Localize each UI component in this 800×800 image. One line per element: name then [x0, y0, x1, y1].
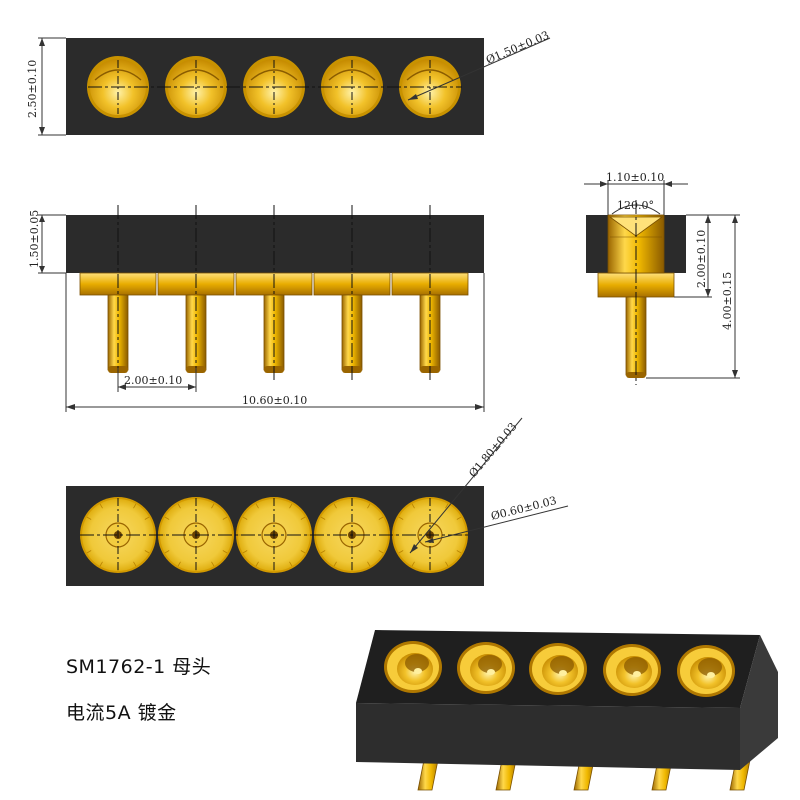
iso-hole — [529, 643, 587, 695]
iso-hole — [384, 641, 442, 693]
model-caption: SM1762-1 母头 — [66, 656, 212, 678]
angle-label: 120.0° — [617, 199, 654, 212]
top-view: 2.50±0.10 Ø1.50±0.03 — [26, 29, 551, 136]
iso-holes — [384, 641, 735, 697]
front-pin — [391, 205, 469, 380]
front-height-label: 1.50±0.05 — [28, 210, 41, 268]
outer-dia-leader — [409, 417, 523, 554]
head-width-label: 1.10±0.10 — [606, 171, 664, 184]
bottom-view: Ø1.80±0.03 Ø0.60±0.03 — [66, 417, 569, 586]
top-height-label: 2.50±0.10 — [26, 60, 39, 118]
front-view: 1.50±0.05 2.00±0.10 10.60±0.10 — [28, 205, 485, 412]
inner-dia-leader — [424, 505, 569, 543]
front-pin — [79, 205, 157, 380]
top-holes — [87, 56, 461, 118]
iso-view — [356, 630, 778, 791]
side-total-label: 4.00±0.15 — [721, 272, 734, 330]
inner-dia-label: Ø0.60±0.03 — [490, 494, 558, 523]
outer-dia-label: Ø1.80±0.03 — [466, 420, 519, 480]
side-view: 1.10±0.10 120.0° 2.00±0.10 4.00±0.15 — [584, 171, 740, 385]
side-body-label: 2.00±0.10 — [695, 230, 708, 288]
front-pin — [235, 205, 313, 380]
iso-hole — [603, 644, 661, 696]
top-hole-dia-label: Ø1.50±0.03 — [484, 29, 551, 67]
pitch-label: 2.00±0.10 — [124, 374, 182, 387]
spec-caption: 电流5A 镀金 — [66, 702, 177, 724]
iso-hole — [457, 642, 515, 694]
iso-side-face — [740, 635, 778, 770]
front-pin — [157, 205, 235, 380]
front-housing — [66, 215, 484, 273]
front-pins — [79, 205, 469, 380]
iso-hole — [677, 645, 735, 697]
front-pin — [313, 205, 391, 380]
iso-front-face — [356, 703, 740, 770]
length-label: 10.60±0.10 — [242, 394, 307, 407]
angle-arc — [611, 204, 661, 215]
top-hole — [165, 56, 227, 118]
top-hole-leader — [407, 37, 551, 101]
bottom-pad — [80, 497, 156, 573]
